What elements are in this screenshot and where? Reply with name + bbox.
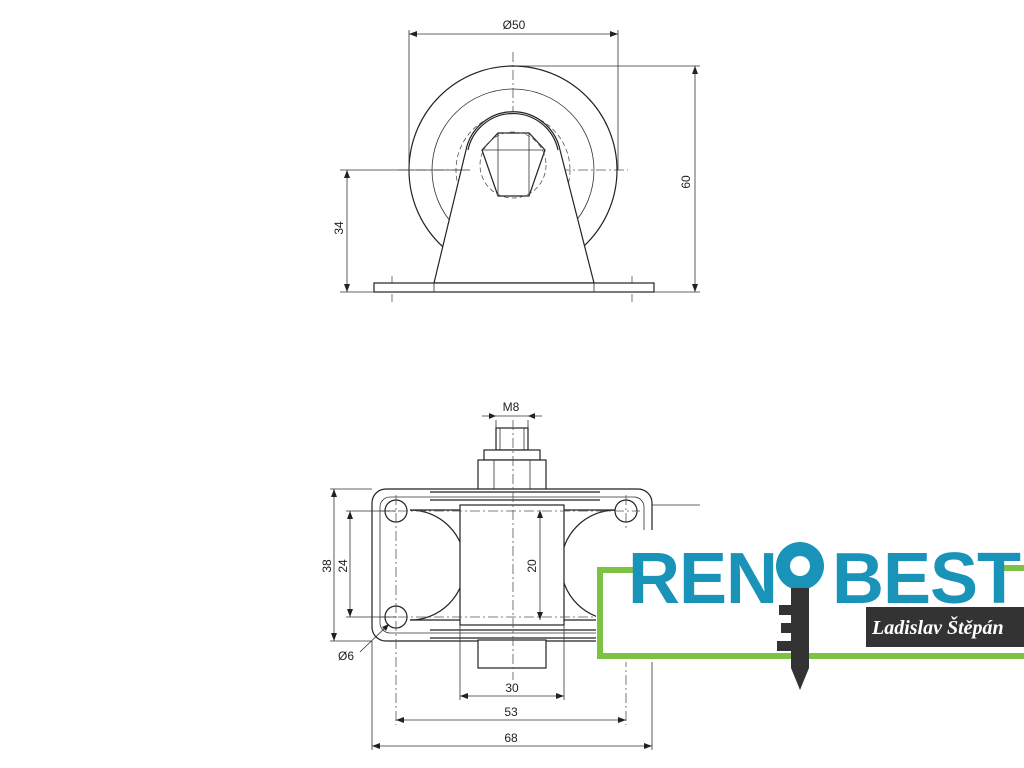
logo-brand-right: BEST xyxy=(832,539,1021,619)
nut-bottom xyxy=(477,639,547,669)
key-icon xyxy=(776,542,824,690)
wheel-hub xyxy=(459,504,565,626)
dim-base-length-label: 68 xyxy=(504,731,518,745)
base-plate xyxy=(373,282,655,293)
owner-badge xyxy=(866,607,1024,647)
dim-diameter-label: Ø50 xyxy=(503,18,526,32)
renobest-logo: REN BEST Ladislav Štěpán xyxy=(596,530,1024,690)
dim-outer-width-label: 38 xyxy=(320,559,334,573)
dim-thread-label: M8 xyxy=(503,400,520,414)
nut-top xyxy=(477,459,547,493)
logo-owner: Ladislav Štěpán xyxy=(871,615,1004,639)
logo-frame xyxy=(597,567,1024,659)
dim-axle-height-label: 34 xyxy=(332,221,346,235)
dim-height-label: 60 xyxy=(679,175,693,189)
dim-hub-label: 20 xyxy=(525,559,539,573)
bolt-thread xyxy=(495,427,529,451)
side-view: Ø50 60 34 xyxy=(332,18,700,302)
logo-brand-left: REN xyxy=(628,539,777,619)
dim-inner-width-label: 24 xyxy=(336,559,350,573)
dim-hole-label: Ø6 xyxy=(338,649,354,663)
dim-hole-spacing-label: 53 xyxy=(504,705,518,719)
bracket-side xyxy=(433,111,595,284)
dim-wheel-span-label: 30 xyxy=(505,681,519,695)
